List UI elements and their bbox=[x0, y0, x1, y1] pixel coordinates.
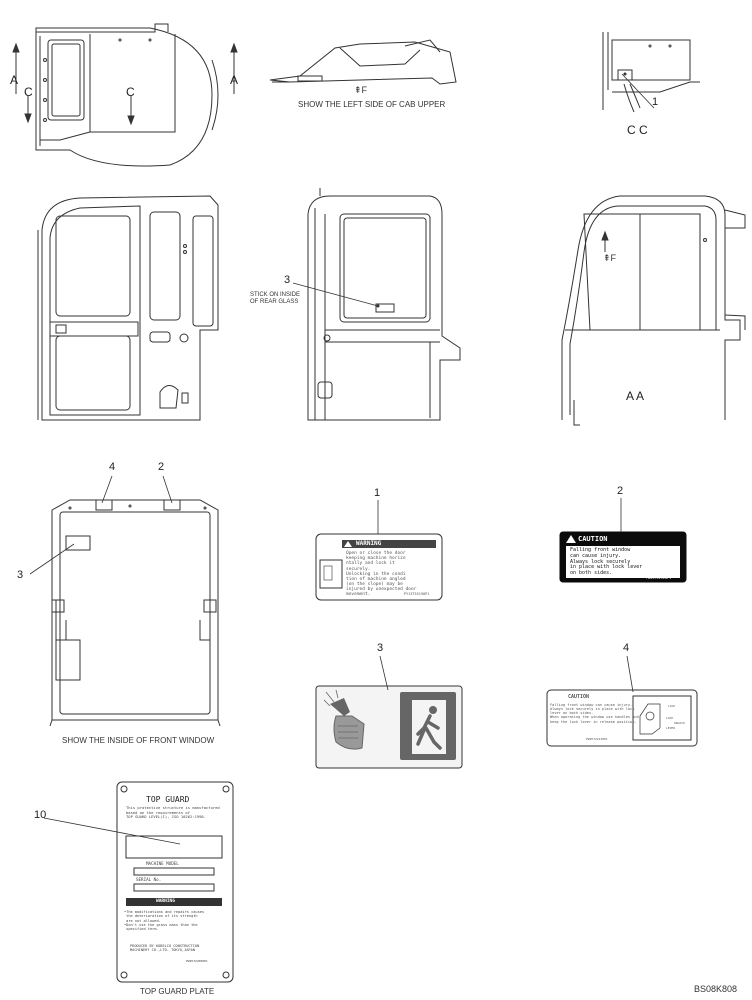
decal-4-part-no: PW05T22130P1 bbox=[586, 737, 608, 741]
callout-decal-1: 1 bbox=[374, 487, 381, 499]
section-c-mid-label: C bbox=[126, 85, 135, 99]
cab-top-view bbox=[12, 23, 238, 167]
decal-4-lever-label-4: LEVER bbox=[666, 726, 676, 730]
detail-cc-caption: C C bbox=[627, 123, 648, 137]
plate-warning-label: WARNING bbox=[156, 899, 175, 904]
plate-warning-body: •The modifications and repairs causes th… bbox=[124, 910, 205, 932]
callout-4-window: 4 bbox=[109, 461, 116, 473]
callout-2-window: 2 bbox=[158, 461, 165, 473]
left-side-caption: SHOW THE LEFT SIDE OF CAB UPPER bbox=[298, 100, 446, 109]
decal-1-part-no: PY13T55190P1 bbox=[404, 592, 430, 596]
plate-part-no: PW05T22000P1 bbox=[186, 959, 208, 963]
cab-rear-view bbox=[292, 188, 461, 421]
decal-1-heading: WARNING bbox=[356, 540, 382, 547]
decal-1-warning bbox=[315, 500, 443, 601]
callout-10-plate: 10 bbox=[34, 809, 47, 821]
callout-decal-2: 2 bbox=[617, 485, 624, 497]
plate-serial-label: SERIAL No. bbox=[136, 877, 162, 882]
callout-decal-3: 3 bbox=[377, 642, 384, 654]
rear-glass-note: STICK ON INSIDE OF REAR GLASS bbox=[250, 292, 301, 306]
plate-title: TOP GUARD bbox=[146, 795, 190, 804]
front-mark-aa: ⇞F bbox=[603, 253, 617, 263]
callout-decal-4: 4 bbox=[623, 642, 630, 654]
rear-glass-decal-spot bbox=[375, 303, 395, 313]
decal-2-caution bbox=[559, 498, 687, 583]
cab-left-side-view bbox=[269, 39, 457, 85]
plate-intro: This protective structure is manufacture… bbox=[126, 805, 220, 820]
section-aa-caption: A A bbox=[626, 389, 645, 403]
decal-2-part-no: PW05T22120P1 bbox=[646, 576, 672, 580]
decal-2-body: Falling front window can cause injury. A… bbox=[570, 547, 643, 576]
section-a-right-label: A bbox=[230, 73, 239, 87]
decal-4-caution bbox=[546, 655, 698, 747]
callout-3-rear: 3 bbox=[284, 274, 291, 286]
decal-2-heading: CAUTION bbox=[578, 535, 608, 543]
front-mark: ⇞F bbox=[354, 85, 368, 95]
cab-side-view bbox=[37, 195, 219, 421]
callout-3-window: 3 bbox=[17, 569, 24, 581]
decal-4-lever-label-2: LOCK bbox=[666, 716, 674, 720]
decal-3-pictogram bbox=[315, 655, 463, 769]
callout-1-detail: 1 bbox=[652, 96, 659, 108]
decal-1-body: Open or close the door keeping machine h… bbox=[346, 551, 417, 598]
decal-4-lever-label-3: UNLOCK bbox=[674, 721, 685, 725]
front-window-view bbox=[29, 475, 221, 727]
section-aa-view bbox=[561, 195, 746, 426]
section-a-left-label: A bbox=[10, 73, 19, 87]
detail-cc-view bbox=[602, 32, 700, 113]
decal-4-heading: CAUTION bbox=[568, 694, 590, 700]
decal-4-lever-label-1: LOCK bbox=[668, 704, 676, 708]
front-window-caption: SHOW THE INSIDE OF FRONT WINDOW bbox=[62, 736, 215, 745]
plate-machine-model-label: MACHINE MODEL bbox=[146, 861, 179, 866]
drawing-id: BS08K808 bbox=[694, 984, 738, 994]
top-guard-plate-caption: TOP GUARD PLATE bbox=[140, 987, 215, 996]
decal-4-body: Falling front window can cause injury. A… bbox=[550, 703, 639, 724]
section-c-left-label: C bbox=[24, 85, 33, 99]
plate-maker: PRODUCED BY KOBELCO CONSTRUCTION MACHINE… bbox=[130, 944, 200, 953]
top-guard-plate-view bbox=[43, 781, 234, 983]
